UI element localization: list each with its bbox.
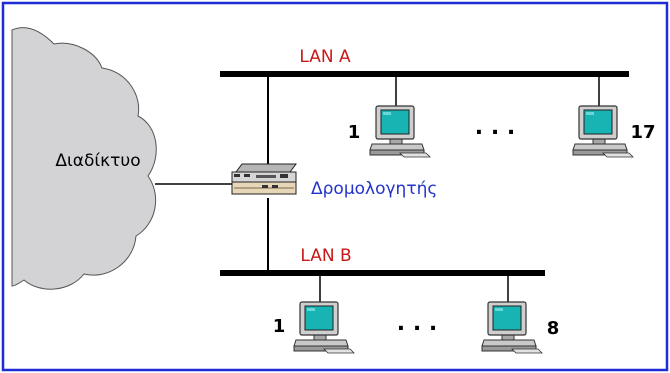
lan-b-computer-8 [481, 301, 543, 354]
router-label: Δρομολογητής [311, 179, 437, 199]
cloud-label: Διαδίκτυο [55, 151, 140, 171]
lan-a-computer-1 [369, 105, 431, 158]
cloud-icon [11, 27, 157, 290]
lan-b-computer-1 [293, 301, 355, 354]
lan-a-host-last: 17 [630, 122, 655, 143]
lan-b-bus [220, 270, 545, 276]
lan-a-bus [220, 71, 629, 77]
lan-b-host-last: 8 [547, 318, 560, 339]
router-icon [231, 163, 297, 195]
lan-a-computer-17 [572, 105, 634, 158]
lan-a-label: LAN A [299, 47, 351, 67]
lan-a-ellipsis: . . . [475, 115, 515, 140]
lan-b-ellipsis: . . . [397, 311, 437, 336]
lan-b-host-first: 1 [273, 316, 286, 337]
lan-a-host-first: 1 [348, 122, 361, 143]
lan-b-label: LAN B [300, 246, 351, 266]
